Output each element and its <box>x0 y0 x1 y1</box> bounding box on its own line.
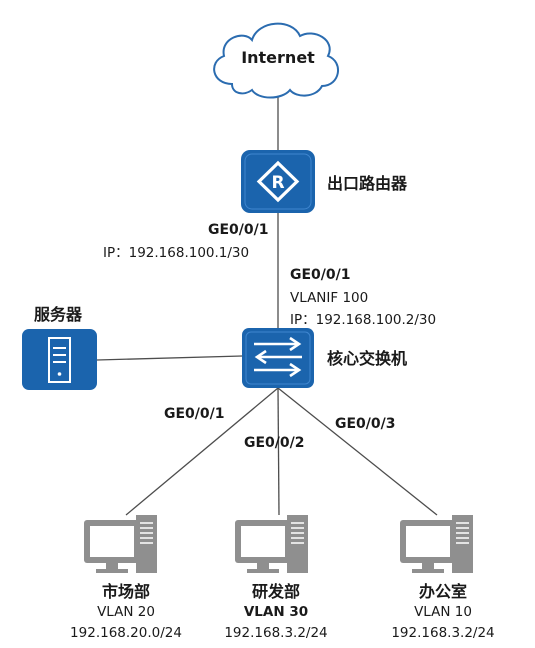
router-port-label: GE0/0/1 <box>208 222 269 238</box>
router-icon: R <box>241 150 315 213</box>
link-core-switch-rnd <box>277 387 280 516</box>
department-vlan: VLAN 10 <box>414 604 472 620</box>
department-subnet: 192.168.20.0/24 <box>70 625 182 641</box>
link-core-switch-office <box>277 387 438 516</box>
internet-label: Internet <box>241 48 315 67</box>
pc-office <box>400 515 473 573</box>
router-ip-label: IP：192.168.100.1/30 <box>103 245 249 261</box>
cloud-icon <box>213 22 339 99</box>
core-switch-name: 核心交换机 <box>327 349 407 368</box>
pc-market <box>84 515 157 573</box>
department-name: 研发部 <box>252 582 300 601</box>
link-server-core-switch <box>96 355 243 361</box>
pc-icon <box>235 515 308 573</box>
router-glyph: R <box>271 173 284 193</box>
core-switch-uplink-labels: GE0/0/1 VLANIF 100 IP：192.168.100.2/30 <box>290 267 436 328</box>
department-rnd-labels: 研发部 VLAN 30 192.168.3.2/24 <box>224 582 327 641</box>
department-vlan: VLAN 30 <box>244 604 308 620</box>
core-switch-down-port-2: GE0/0/2 <box>244 435 305 451</box>
pc-icon <box>400 515 473 573</box>
pc-icon <box>84 515 157 573</box>
router-name: 出口路由器 <box>327 174 408 193</box>
link-core-switch-market <box>125 387 279 516</box>
department-name: 办公室 <box>419 582 467 601</box>
switch-icon <box>242 328 314 388</box>
pc-rnd <box>235 515 308 573</box>
department-subnet: 192.168.3.2/24 <box>391 625 494 641</box>
core-switch-uplink-port: GE0/0/1 <box>290 267 351 283</box>
department-market-labels: 市场部 VLAN 20 192.168.20.0/24 <box>70 582 182 641</box>
department-subnet: 192.168.3.2/24 <box>224 625 327 641</box>
department-office-labels: 办公室 VLAN 10 192.168.3.2/24 <box>391 582 494 641</box>
core-switch-down-port-1: GE0/0/1 <box>164 406 225 422</box>
core-switch-ip: IP：192.168.100.2/30 <box>290 312 436 328</box>
links <box>96 96 438 516</box>
department-name: 市场部 <box>102 582 150 601</box>
internet-cloud: Internet <box>213 22 339 99</box>
server-name: 服务器 <box>34 305 83 324</box>
core-switch-vlanif: VLANIF 100 <box>290 290 368 306</box>
server: 服务器 <box>22 305 97 390</box>
server-icon <box>22 329 97 390</box>
department-vlan: VLAN 20 <box>97 604 155 620</box>
egress-router: R 出口路由器 GE0/0/1 IP：192.168.100.1/30 <box>103 150 408 261</box>
core-switch: 核心交换机 GE0/0/1 GE0/0/2 GE0/0/3 <box>164 328 407 451</box>
core-switch-down-port-3: GE0/0/3 <box>335 416 396 432</box>
